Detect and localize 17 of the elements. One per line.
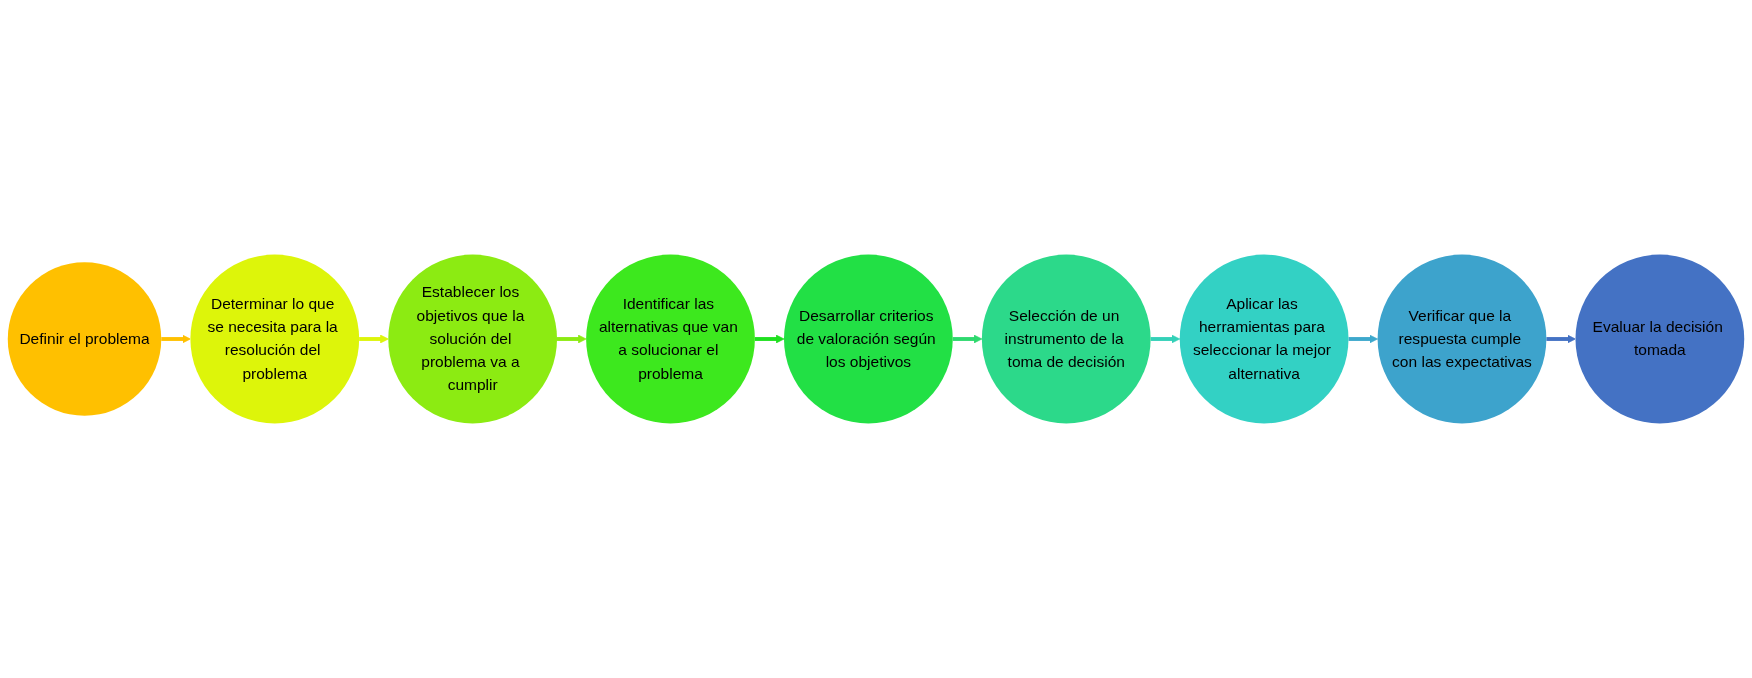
node-circle: Identificar las alternativas que van a solucionar el problema [586, 254, 755, 424]
arrow [1546, 334, 1576, 344]
node-circle: Desarrollar criterios de valoración según los objetivos [784, 254, 953, 424]
arrow [1348, 334, 1378, 344]
node-circle: Selección de un instrumento de la toma de decisión [981, 254, 1151, 424]
arrow [557, 334, 587, 344]
arrow [952, 334, 983, 344]
node-circle: Evaluar la decisión tomada [1575, 254, 1745, 424]
arrow [359, 334, 389, 344]
node-circle: Determinar lo que se necesita para la resolución del problema [190, 254, 360, 424]
arrow [161, 334, 191, 344]
node-circle: Definir el problema [7, 262, 162, 416]
node-circle: Verificar que la respuesta cumple con las expectativas [1377, 254, 1547, 424]
node-circle: Establecer los objetivos que la solución del problema va a cumplir [388, 254, 557, 424]
arrow [1150, 334, 1181, 344]
node-circle: Aplicar las herramientas para seleccionar la mejor alternativa [1179, 254, 1349, 424]
arrow [754, 334, 785, 344]
